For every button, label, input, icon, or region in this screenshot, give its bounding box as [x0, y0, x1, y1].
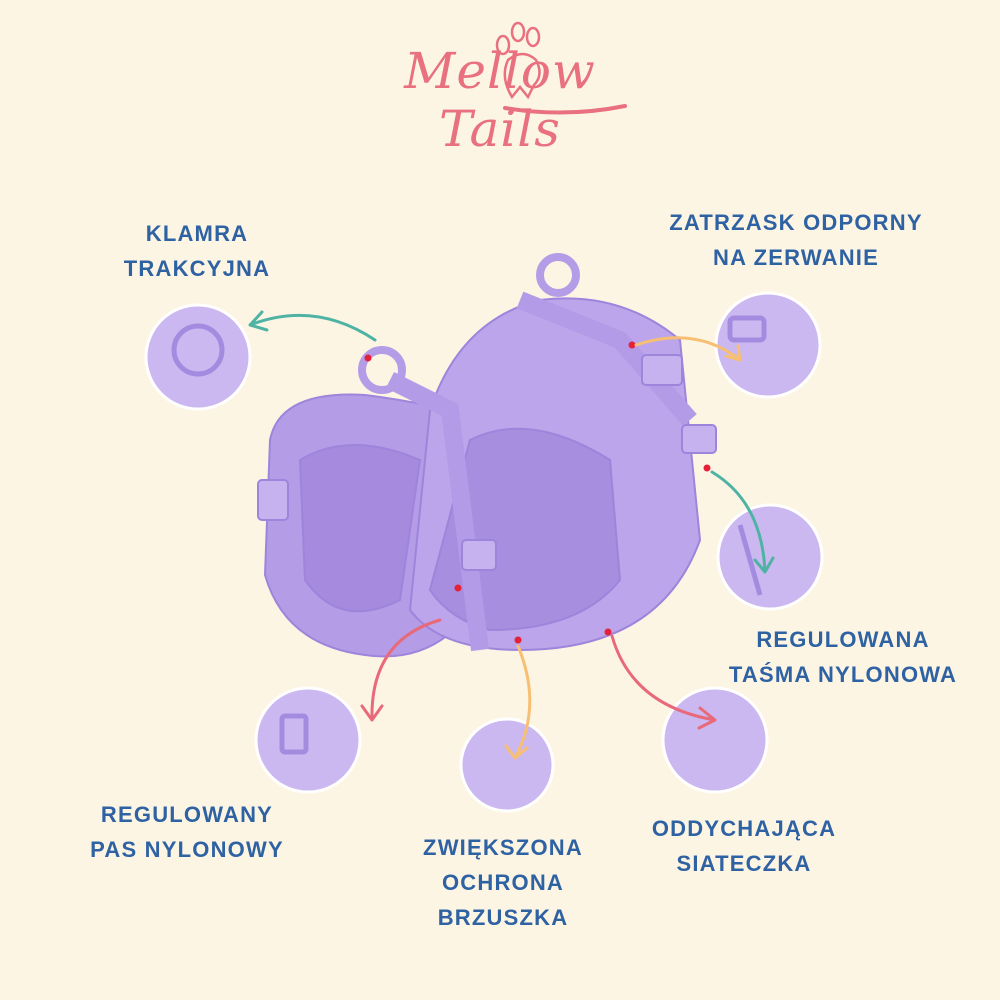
detail-d-ring: [144, 303, 252, 411]
label-line: TAŚMA NYLONOWA: [728, 662, 958, 687]
arrow-teal-1: [248, 310, 377, 342]
feature-label-adjustable-strap: REGULOWANA TAŚMA NYLONOWA: [729, 622, 957, 692]
arrow-orange-1: [634, 336, 742, 362]
label-line: BRZUSZKA: [437, 905, 569, 930]
label-line: NA ZERWANIE: [713, 245, 879, 270]
detail-belly: [459, 717, 555, 813]
feature-label-breakproof-clasp: ZATRZASK ODPORNY NA ZERWANIE: [669, 205, 922, 275]
detail-mesh: [661, 686, 769, 794]
label-line: REGULOWANY: [100, 802, 274, 827]
paw-icon: [495, 21, 627, 115]
feature-label-breathable-mesh: ODDYCHAJĄCA SIATECZKA: [652, 811, 836, 881]
label-line: SIATECZKA: [676, 851, 812, 876]
label-line: ODDYCHAJĄCA: [651, 816, 837, 841]
detail-buckle: [714, 291, 822, 399]
label-line: KLAMRA: [145, 221, 249, 246]
arrow-teal-2: [710, 470, 775, 574]
label-line: REGULOWANA: [756, 627, 930, 652]
label-line: OCHRONA: [441, 870, 565, 895]
harness: [257, 253, 717, 658]
label-line: PAS NYLONOWY: [90, 837, 284, 862]
label-line: ZATRZASK ODPORNY: [669, 210, 923, 235]
label-line: TRAKCYJNA: [123, 256, 271, 281]
arrow-orange-2: [504, 644, 532, 760]
detail-images: [144, 291, 824, 813]
feature-label-belly-protection: ZWIĘKSZONA OCHRONA BRZUSZKA: [423, 830, 583, 935]
label-line: ZWIĘKSZONA: [423, 835, 583, 860]
brand-logo: Mellow Tails: [340, 20, 660, 158]
arrow-red-1: [360, 618, 442, 722]
arrow-red-2: [610, 634, 717, 730]
brand-name: Mellow Tails: [404, 42, 596, 158]
feature-label-adjustable-belt: REGULOWANY PAS NYLONOWY: [90, 797, 284, 867]
detail-strap: [716, 503, 824, 611]
feature-label-traction-buckle: KLAMRA TRAKCYJNA: [124, 216, 270, 286]
